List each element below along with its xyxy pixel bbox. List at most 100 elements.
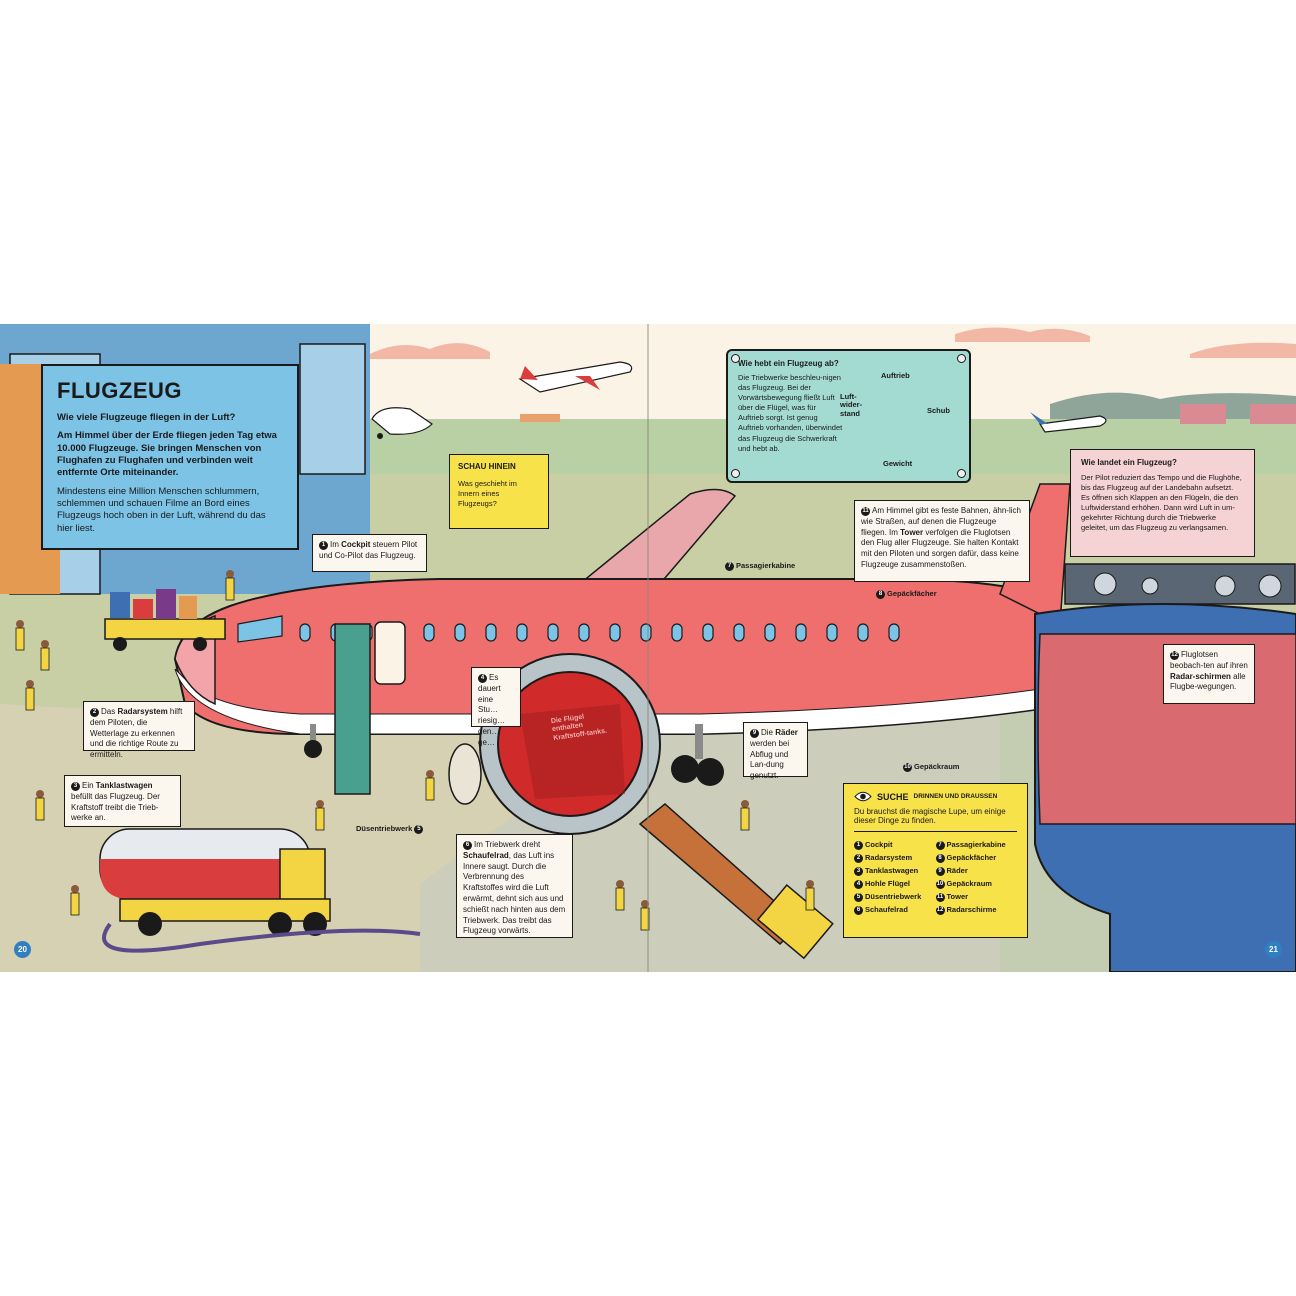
label-engine: Düsentriebwerk 5 [356,824,425,834]
land-heading: Wie landet ein Flugzeug? [1081,458,1177,467]
cabin-window [640,623,652,642]
hangar [1250,404,1296,424]
search-text: Du brauchst die magische Lupe, um einige… [854,807,1006,825]
person [70,885,80,916]
search-heading: SUCHE DRINNEN UND DRAUSSEN [854,791,1017,802]
lift-label-down: Gewicht [883,459,913,468]
title-answer: Am Himmel über der Erde fliegen jeden Ta… [57,430,277,479]
cabin-window [423,623,435,642]
lift-label-up: Auftrieb [881,371,910,380]
person [740,800,750,831]
eye-icon [854,791,872,802]
person [15,620,25,651]
landing-plane-right [1030,412,1107,433]
cabin-window [826,623,838,642]
search-box: SUCHE DRINNEN UND DRAUSSEN Du brauchst d… [843,783,1028,938]
person [25,680,35,711]
land-text: Der Pilot reduziert das Tempo und die Fl… [1081,472,1242,533]
cabin-window [764,623,776,642]
person [805,880,815,911]
cabin-window [516,623,528,642]
cabin-window [485,623,497,642]
cabin-window [702,623,714,642]
title-box: FLUGZEUG Wie viele Flugzeuge fliegen in … [41,364,299,550]
person [615,880,625,911]
plane-door [374,621,406,685]
page-number-left: 20 [14,941,31,958]
peek-heading: SCHAU HINEIN [458,462,516,471]
cockpit-window [237,615,283,643]
person [35,790,45,821]
cabin-window [733,623,745,642]
land-box: Wie landet ein Flugzeug? Der Pilot reduz… [1070,449,1255,557]
page-title: FLUGZEUG [57,378,182,403]
person [315,800,325,831]
cabin-window [454,623,466,642]
screw-icon [957,354,966,363]
screw-icon [731,354,740,363]
person [640,900,650,931]
engine [448,743,482,805]
peek-text: Was geschieht im Innern eines Flugzeugs? [458,478,517,509]
building [520,414,560,422]
landing-gear [304,724,724,786]
title-question: Wie viele Flugzeuge fliegen in der Luft? [57,412,236,423]
cabin-window [795,623,807,642]
magnifying-glass [479,653,834,960]
screw-icon [957,469,966,478]
cabin-window [609,623,621,642]
cloud [1190,342,1296,358]
book-spread: FLUGZEUG Wie viele Flugzeuge fliegen in … [0,324,1296,972]
terminal-window [299,343,366,475]
person [40,640,50,671]
peek-box: SCHAU HINEIN Was geschieht im Innern ein… [449,454,549,529]
cabin-window [547,623,559,642]
cloud [955,327,1090,342]
screw-icon [731,469,740,478]
cabin-window [299,623,311,642]
person [225,570,235,601]
lift-box: Wie hebt ein Flugzeug ab? Die Triebwerke… [726,349,971,483]
lift-label-right: Schub [927,406,950,415]
people [15,570,815,931]
lift-label-left: Luft-wider-stand [840,392,863,418]
page-number-right: 21 [1265,941,1282,958]
lift-heading: Wie hebt ein Flugzeug ab? [738,359,839,368]
title-text: Mindestens eine Million Menschen schlumm… [57,485,266,534]
cabin-window [578,623,590,642]
lift-text: Die Triebwerke beschleu-nigen das Flugze… [738,372,843,453]
fuel-tanker [99,828,421,953]
hangar [1180,404,1226,424]
cabin-window [671,623,683,642]
cabin-window [888,623,900,642]
boarding-stairs [334,623,371,795]
person [425,770,435,801]
luggage-truck [104,589,226,651]
parked-plane-left [371,407,433,439]
cabin-window [857,623,869,642]
